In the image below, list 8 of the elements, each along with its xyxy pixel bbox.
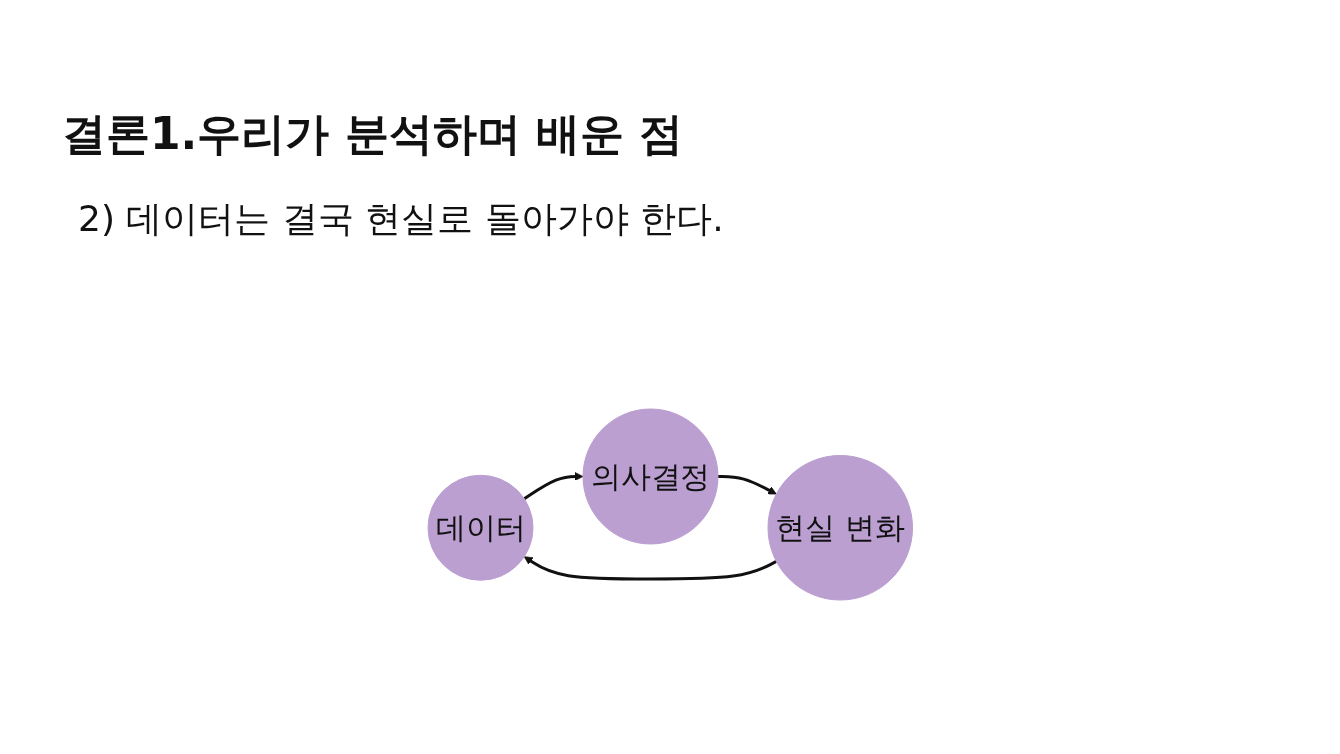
arrow [523,472,584,501]
arrow [523,556,777,581]
arrow [717,475,777,495]
subtitle-text: 2) 데이터는 결국 현실로 돌아가야 한다. [78,197,724,241]
node-circle: 현실 변화 [767,455,913,601]
node-circle: 의사결정 [582,409,719,545]
node-circle: 데이터 [427,475,534,582]
slide-title: 결론1.우리가 분석하며 배운 점 [62,107,684,161]
